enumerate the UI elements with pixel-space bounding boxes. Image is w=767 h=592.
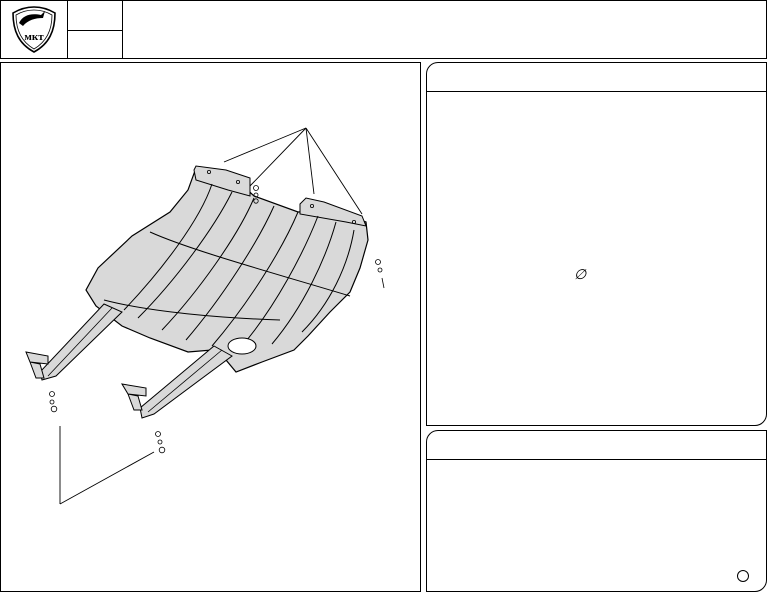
leader-lines	[59, 127, 363, 505]
logo-text: мкт	[24, 31, 44, 43]
logo-cell: мкт	[1, 1, 68, 58]
fastener-group	[49, 185, 385, 454]
right-bracket	[121, 383, 147, 411]
mkt-shield-logo-icon: мкт	[12, 6, 56, 53]
left-bracket	[25, 351, 49, 379]
notes-panel	[426, 430, 767, 592]
right-rail	[139, 345, 233, 419]
specification-panel	[426, 62, 767, 426]
front-bracket-right	[299, 197, 367, 227]
code-cell-top	[67, 1, 123, 31]
diameter-symbol: ∅	[574, 266, 587, 282]
circle-marker-icon	[737, 570, 749, 582]
notes-header-bar	[427, 431, 766, 460]
left-rail	[39, 303, 123, 381]
center-hole	[227, 337, 257, 355]
code-cell-bottom	[67, 31, 123, 58]
header-table: мкт	[0, 0, 767, 59]
specification-header-bar	[427, 63, 766, 92]
skid-plate-shape	[85, 167, 369, 373]
